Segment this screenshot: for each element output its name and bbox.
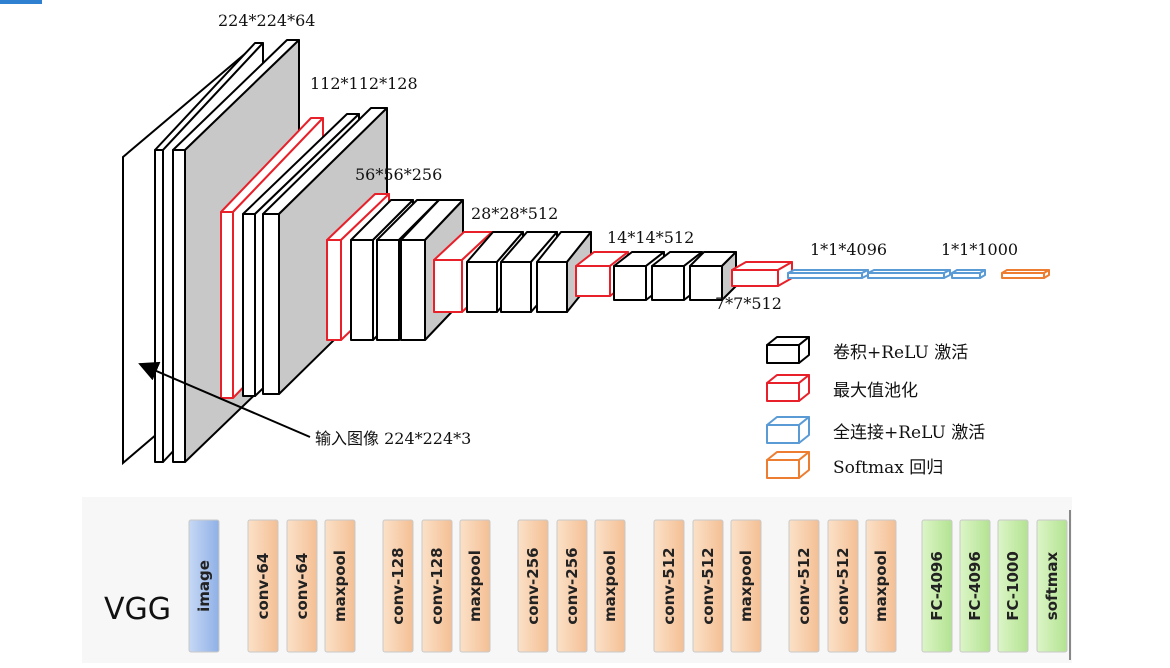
strip-block-conv-256: conv-256	[556, 519, 588, 653]
strip-block-softmax: softmax	[1036, 519, 1068, 653]
input-arrow	[138, 361, 311, 438]
strip-block-conv-64: conv-64	[247, 519, 279, 653]
legend-fc-label: 全连接+ReLU 激活	[833, 423, 985, 443]
strip-block-label: maxpool	[466, 550, 484, 622]
dim-label-56x56x256: 56*56*256	[355, 165, 442, 184]
vgg-strip: VGG image conv-64 conv-64 maxpool conv-128 co…	[82, 497, 1072, 663]
strip-block-label: conv-128	[389, 547, 407, 624]
legend: 卷积+ReLU 激活 最大值池化 全连接+ReLU 激活 Softmax 回归	[766, 336, 985, 479]
final-pool	[731, 261, 793, 287]
dim-label-224x224x64: 224*224*64	[218, 11, 315, 30]
stage5-conv-1	[613, 251, 665, 301]
strip-block-label: FC-4096	[928, 551, 946, 621]
strip-block-label: conv-512	[834, 547, 852, 624]
legend-pool-label: 最大值池化	[833, 381, 918, 401]
strip-block-label: maxpool	[872, 550, 890, 622]
strip-block-maxpool: maxpool	[730, 519, 762, 653]
strip-block-conv-256: conv-256	[517, 519, 549, 653]
legend-softmax-icon	[766, 451, 810, 479]
strip-block-label: softmax	[1043, 551, 1061, 620]
strip-block-label: maxpool	[331, 550, 349, 622]
fc-1000	[951, 269, 986, 279]
strip-block-fc-4096: FC-4096	[921, 519, 953, 653]
strip-block-conv-512: conv-512	[653, 519, 685, 653]
legend-pool-icon	[766, 374, 810, 402]
strip-block-conv-64: conv-64	[286, 519, 318, 653]
strip-block-label: FC-1000	[1004, 551, 1022, 621]
strip-block-fc-1000: FC-1000	[997, 519, 1029, 653]
dim-label-28x28x512: 28*28*512	[471, 204, 558, 223]
strip-block-label: conv-256	[524, 547, 542, 624]
dim-label-1x1x1000: 1*1*1000	[941, 240, 1018, 259]
corner-mark	[0, 0, 42, 4]
strip-block-label: conv-512	[699, 547, 717, 624]
dim-label-112x112x128: 112*112*128	[310, 74, 418, 93]
strip-block-maxpool: maxpool	[865, 519, 897, 653]
strip-block-image: image	[188, 519, 220, 653]
strip-blocks: image conv-64 conv-64 maxpool conv-128 conv-1…	[188, 519, 1068, 653]
softmax-layer	[1001, 269, 1050, 279]
strip-block-conv-512: conv-512	[692, 519, 724, 653]
strip-block-conv-512: conv-512	[827, 519, 859, 653]
dim-label-1x1x4096: 1*1*4096	[810, 240, 887, 259]
layer-blocks	[122, 39, 1050, 466]
fc-4096-2	[867, 269, 951, 279]
legend-conv-icon	[766, 336, 810, 364]
strip-block-maxpool: maxpool	[324, 519, 356, 653]
strip-block-label: conv-128	[428, 547, 446, 624]
strip-block-label: image	[195, 560, 213, 612]
legend-fc-icon	[766, 416, 810, 444]
strip-block-conv-512: conv-512	[788, 519, 820, 653]
strip-block-maxpool: maxpool	[459, 519, 491, 653]
stage5-conv-3	[689, 251, 737, 301]
strip-block-label: conv-512	[660, 547, 678, 624]
strip-block-label: FC-4096	[966, 551, 984, 621]
strip-block-conv-128: conv-128	[382, 519, 414, 653]
strip-block-maxpool: maxpool	[594, 519, 626, 653]
strip-block-label: conv-64	[254, 553, 272, 620]
strip-block-label: conv-64	[293, 553, 311, 620]
strip-block-label: maxpool	[601, 550, 619, 622]
legend-softmax-label: Softmax 回归	[833, 458, 943, 478]
dim-label-14x14x512: 14*14*512	[607, 228, 694, 247]
fc-4096-1	[787, 269, 869, 279]
strip-block-conv-128: conv-128	[421, 519, 453, 653]
strip-block-label: conv-512	[795, 547, 813, 624]
strip-block-label: conv-256	[563, 547, 581, 624]
input-image-label: 输入图像 224*224*3	[315, 429, 471, 448]
strip-title: VGG	[104, 592, 171, 627]
legend-conv-label: 卷积+ReLU 激活	[833, 343, 968, 363]
legend-icons	[766, 336, 810, 479]
strip-block-label: maxpool	[737, 550, 755, 622]
strip-block-fc-4096: FC-4096	[959, 519, 991, 653]
dim-label-7x7x512: 7*7*512	[715, 294, 782, 313]
